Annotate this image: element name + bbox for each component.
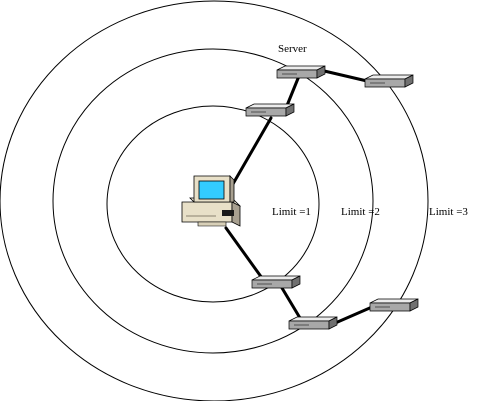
limit-2-label: Limit =2 bbox=[341, 206, 380, 218]
limit-3-ring bbox=[0, 0, 429, 401]
node-1-icon bbox=[245, 103, 295, 117]
link-computer-node4 bbox=[224, 226, 264, 280]
limit-1-ring bbox=[106, 105, 320, 303]
server-label: Server bbox=[278, 43, 307, 55]
link-node5-node6 bbox=[331, 305, 374, 326]
link-node4-node5 bbox=[280, 286, 302, 320]
link-node1-server bbox=[284, 74, 301, 110]
limit-2-ring bbox=[52, 48, 374, 354]
node-4-icon bbox=[251, 275, 301, 289]
server-node-icon bbox=[276, 65, 326, 79]
link-server-node3 bbox=[318, 68, 369, 83]
node-6-icon bbox=[369, 298, 419, 312]
limit-3-label: Limit =3 bbox=[429, 206, 468, 218]
connection-links bbox=[224, 68, 374, 326]
limit-1-label: Limit =1 bbox=[272, 206, 311, 218]
desktop-computer-icon bbox=[181, 175, 241, 227]
node-5-icon bbox=[288, 316, 338, 330]
node-3-icon bbox=[364, 74, 414, 88]
